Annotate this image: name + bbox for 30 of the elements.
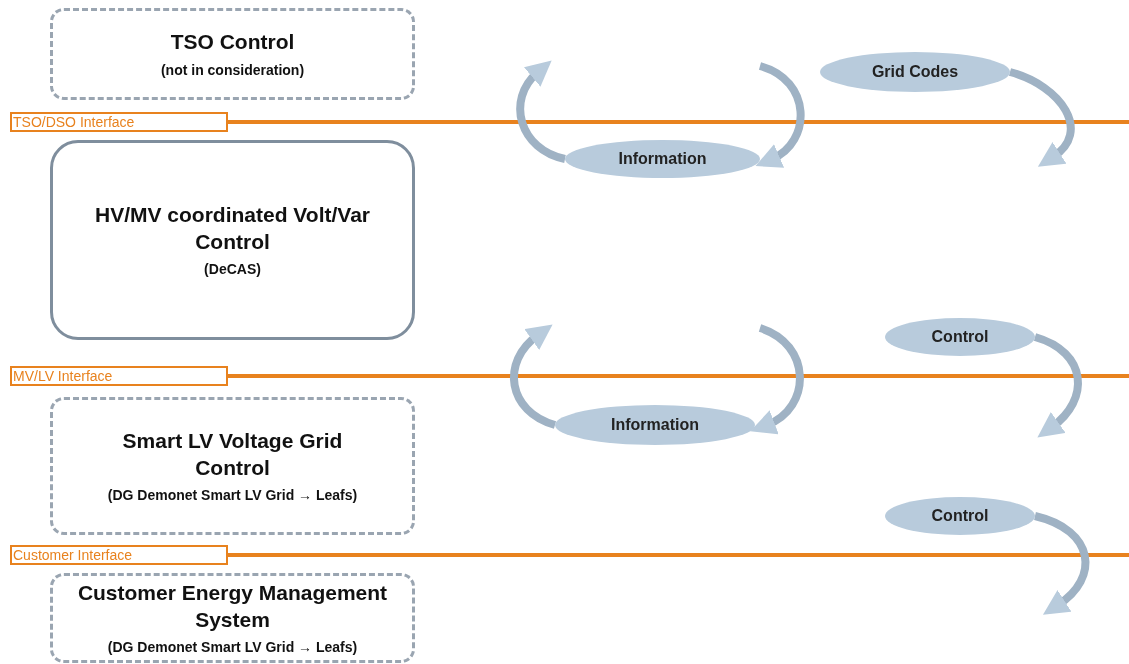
interface-name: MV/LV Interface xyxy=(13,368,113,384)
curved-arrow xyxy=(1033,512,1090,616)
flow-label: Control xyxy=(931,328,989,346)
curved-arrow xyxy=(756,62,805,168)
curved-arrow xyxy=(751,324,804,434)
layer-title: Smart LV Voltage Grid Control xyxy=(121,427,344,481)
layer-title: TSO Control xyxy=(170,29,295,56)
curved-arrow xyxy=(516,59,567,163)
layer-subtitle: (DG Demonet Smart LV Grid → Leafs) xyxy=(107,486,358,506)
interface-name: TSO/DSO Interface xyxy=(13,114,135,130)
flow-label: Information xyxy=(618,150,707,168)
interface-name: Customer Interface xyxy=(13,547,133,563)
flow-label: Grid Codes xyxy=(871,63,959,81)
interface-label xyxy=(10,545,228,565)
interface-label xyxy=(10,366,228,386)
flow-label: Control xyxy=(931,507,989,525)
layer-title: Customer Energy Management System xyxy=(76,579,389,633)
control-layer-box xyxy=(50,140,415,340)
control-layer-box xyxy=(50,8,415,100)
layer-subtitle: (DeCAS) xyxy=(204,260,261,280)
curved-arrow xyxy=(1008,68,1075,169)
interface-label xyxy=(10,112,228,132)
curved-arrow xyxy=(510,323,557,429)
layer-subtitle: (not in consideration) xyxy=(160,60,305,80)
control-layer-box xyxy=(50,397,415,535)
curved-arrow xyxy=(1033,333,1082,439)
control-layer-box xyxy=(50,573,415,663)
layer-title: HV/MV coordinated Volt/Var Control xyxy=(94,201,371,255)
layer-subtitle: (DG Demonet Smart LV Grid → Leafs) xyxy=(107,638,358,658)
flow-label: Information xyxy=(611,416,699,434)
